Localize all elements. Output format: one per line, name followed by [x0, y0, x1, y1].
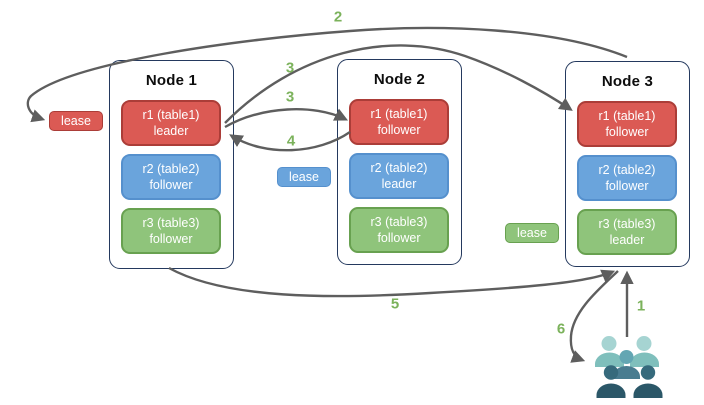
replica-role: leader: [381, 177, 417, 191]
node-3: Node 3 r1 (table1) follower r2 (table2) …: [565, 61, 690, 267]
flow-label-6: 6: [556, 320, 566, 338]
replica-name: r2 (table2): [598, 162, 656, 177]
replica-role: follower: [149, 178, 193, 192]
flow-label-3b: 3: [285, 88, 295, 106]
replica-role: follower: [605, 125, 649, 139]
replica-role: leader: [609, 233, 645, 247]
replica-name: r3 (table3): [142, 215, 200, 230]
node-3-title: Node 3: [601, 73, 654, 90]
flow-arrow-3-node1-to-node2: [224, 108, 349, 129]
replica-role: follower: [377, 231, 421, 245]
node-2-replica-r1: r1 (table1) follower: [349, 99, 449, 145]
user-figure-medium-center: [613, 350, 640, 379]
user-figure-light-left: [595, 336, 624, 367]
flow-label-1: 1: [636, 297, 646, 315]
node-1: Node 1 r1 (table1) leader r2 (table2) fo…: [109, 60, 234, 269]
flow-label-4: 4: [286, 132, 296, 150]
replica-role: leader: [153, 124, 189, 138]
replica-role: follower: [605, 179, 649, 193]
node-3-replica-r1: r1 (table1) follower: [577, 101, 677, 147]
flow-label-2: 2: [333, 8, 343, 26]
replica-name: r1 (table1): [598, 108, 656, 123]
lease-badge-table2: lease: [277, 167, 331, 187]
flow-label-3a: 3: [285, 59, 295, 77]
node-2-replica-r2: r2 (table2) leader: [349, 153, 449, 199]
node-1-replica-r2: r2 (table2) follower: [121, 154, 221, 200]
user-figure-light-right: [630, 336, 659, 367]
lease-badge-table3: lease: [505, 223, 559, 243]
node-2-title: Node 2: [373, 71, 426, 88]
replica-name: r3 (table3): [370, 214, 428, 229]
replica-name: r3 (table3): [598, 216, 656, 231]
node-1-replica-r3: r3 (table3) follower: [121, 208, 221, 254]
flow-label-5: 5: [390, 295, 400, 313]
node-3-replica-r3: r3 (table3) leader: [577, 209, 677, 255]
node-1-title: Node 1: [145, 72, 198, 89]
lease-badge-table1: lease: [49, 111, 103, 131]
replica-name: r1 (table1): [370, 106, 428, 121]
flow-arrow-6-node3-to-users: [569, 270, 619, 363]
replica-role: follower: [149, 232, 193, 246]
replica-name: r2 (table2): [142, 161, 200, 176]
users-icon: [595, 336, 663, 398]
flow-arrow-5-node1-to-node3: [168, 266, 616, 298]
node-3-replica-r2: r2 (table2) follower: [577, 155, 677, 201]
user-figure-dark-right: [633, 365, 663, 398]
replica-role: follower: [377, 123, 421, 137]
replica-name: r2 (table2): [370, 160, 428, 175]
node-2-replica-r3: r3 (table3) follower: [349, 207, 449, 253]
node-1-replica-r1: r1 (table1) leader: [121, 100, 221, 146]
replica-name: r1 (table1): [142, 107, 200, 122]
user-figure-dark-left: [596, 365, 626, 398]
node-2: Node 2 r1 (table1) follower r2 (table2) …: [337, 59, 462, 265]
